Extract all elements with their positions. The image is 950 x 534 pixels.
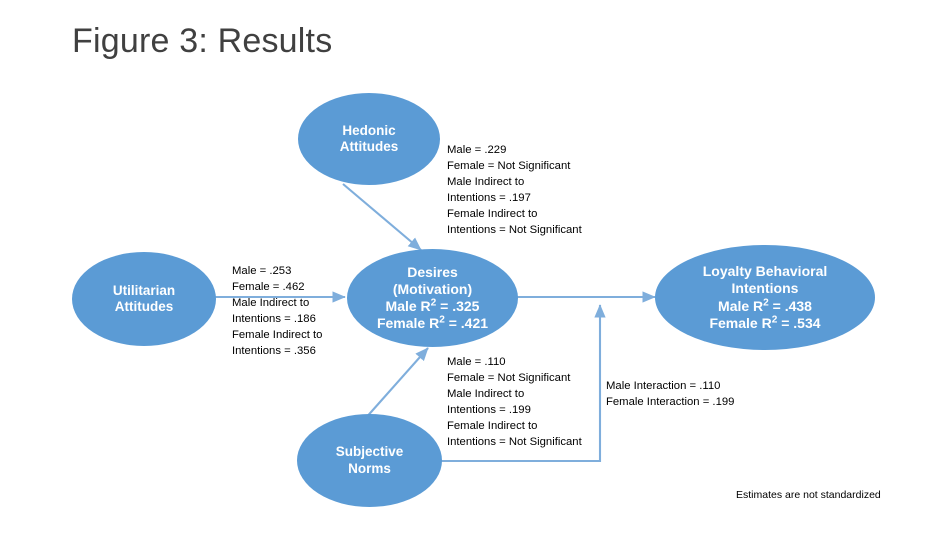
- female-r2-label: Female R: [376, 315, 440, 332]
- node-subjective-line-1: Subjective: [335, 444, 404, 460]
- female-r2-exponent: 2: [771, 313, 778, 325]
- node-hedonic-line-1: Hedonic: [342, 122, 396, 138]
- page-title: Figure 3: Results: [72, 22, 333, 60]
- male-r2-exponent: 2: [763, 296, 769, 308]
- edge-hedonic-to-desires: [342, 183, 422, 251]
- male-r2-exponent: 2: [430, 297, 437, 309]
- node-desires-motivation[interactable]: Desires (Motivation) Male R2 = .325 Fema…: [347, 249, 518, 347]
- footnote-estimates-note: Estimates are not standardized: [736, 489, 881, 501]
- female-r2-value: = .534: [777, 314, 821, 331]
- node-loyalty-line-2: Intentions: [731, 280, 799, 297]
- node-desires-line-2: (Motivation): [392, 280, 473, 297]
- male-r2-label: Male R: [385, 298, 431, 314]
- node-hedonic-line-2: Attitudes: [339, 139, 399, 154]
- node-subjective-line-2: Norms: [348, 460, 391, 476]
- male-r2-label: Male R: [718, 297, 764, 314]
- node-desires-male-r2: Male R2 = .325: [386, 298, 480, 315]
- edge-label-hedonic-to-desires: Male = .229 Female = Not Significant Mal…: [447, 144, 582, 237]
- node-utilitarian-line-1: Utilitarian: [112, 282, 176, 298]
- female-r2-exponent: 2: [439, 314, 445, 326]
- node-utilitarian-line-2: Attitudes: [114, 299, 174, 314]
- male-r2-value: = .325: [436, 298, 480, 314]
- female-r2-label: Female R: [709, 314, 772, 331]
- node-loyalty-female-r2: Female R2 = .534: [709, 313, 821, 332]
- node-subjective-norms[interactable]: Subjective Norms: [297, 414, 442, 507]
- node-utilitarian-attitudes[interactable]: Utilitarian Attitudes: [72, 252, 216, 346]
- male-r2-value: = .438: [768, 297, 812, 314]
- node-loyalty-line-1: Loyalty Behavioral: [702, 263, 828, 280]
- node-loyalty-behavioral-intentions[interactable]: Loyalty Behavioral Intentions Male R2 = …: [655, 245, 875, 350]
- edge-label-subjective-to-desires: Male = .110 Female = Not Significant Mal…: [447, 356, 582, 449]
- node-desires-female-r2: Female R2 = .421: [377, 315, 488, 332]
- edge-label-utilitarian-to-desires: Male = .253 Female = .462 Male Indirect …: [232, 265, 323, 358]
- node-hedonic-attitudes[interactable]: Hedonic Attitudes: [298, 93, 440, 185]
- female-r2-value: = .421: [444, 315, 489, 332]
- edge-subjective-to-desires: [363, 347, 429, 421]
- node-loyalty-male-r2: Male R2 = .438: [718, 296, 812, 315]
- node-desires-line-1: Desires: [407, 263, 458, 280]
- edge-label-interaction: Male Interaction = .110 Female Interacti…: [606, 380, 735, 409]
